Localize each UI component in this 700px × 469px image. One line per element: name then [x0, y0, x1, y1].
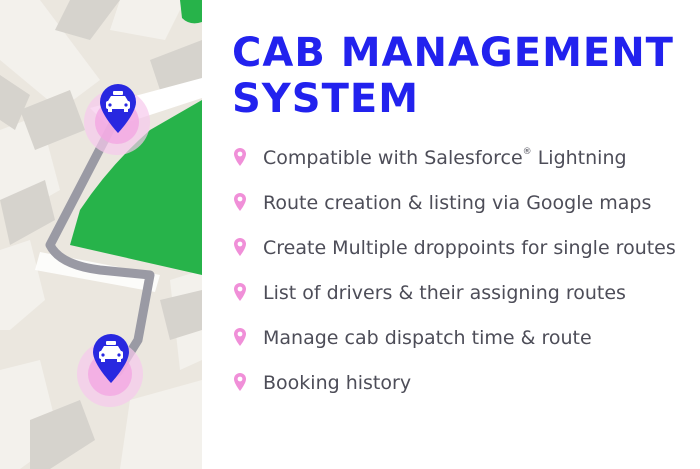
- feature-text: Compatible with Salesforce: [263, 147, 523, 169]
- title-line-2: SYSTEM: [232, 76, 419, 122]
- taxi-icon: [106, 91, 130, 112]
- feature-text: Manage cab dispatch time & route: [263, 327, 592, 349]
- page-title: CAB MANAGEMENT SYSTEM: [232, 30, 682, 122]
- feature-item: Booking history: [232, 371, 682, 396]
- feature-item: Manage cab dispatch time & route: [232, 326, 682, 351]
- registered-mark: ®: [522, 147, 532, 157]
- taxi-marker-end: [93, 334, 129, 383]
- feature-list: Compatible with Salesforce® Lightning Ro…: [232, 146, 682, 396]
- feature-text: List of drivers & their assigning routes: [263, 282, 626, 304]
- location-pin-icon: [234, 193, 246, 211]
- map-illustration: [0, 0, 202, 469]
- feature-text: Route creation & listing via Google maps: [263, 192, 652, 214]
- location-pin-icon: [234, 328, 246, 346]
- feature-item: Compatible with Salesforce® Lightning: [232, 146, 682, 171]
- feature-item: Route creation & listing via Google maps: [232, 191, 682, 216]
- feature-text: Booking history: [263, 372, 412, 394]
- location-pin-icon: [234, 283, 246, 301]
- title-line-1: CAB MANAGEMENT: [232, 30, 674, 76]
- feature-text: Create Multiple droppoints for single ro…: [263, 237, 676, 259]
- taxi-marker-start: [100, 84, 136, 133]
- location-pin-icon: [234, 373, 246, 391]
- feature-item: List of drivers & their assigning routes: [232, 281, 682, 306]
- feature-text-suffix: Lightning: [531, 147, 627, 169]
- feature-item: Create Multiple droppoints for single ro…: [232, 236, 682, 261]
- location-pin-icon: [234, 238, 246, 256]
- taxi-icon: [99, 341, 123, 362]
- map-svg: [0, 0, 202, 469]
- content-panel: CAB MANAGEMENT SYSTEM Compatible with Sa…: [232, 30, 682, 416]
- location-pin-icon: [234, 148, 246, 166]
